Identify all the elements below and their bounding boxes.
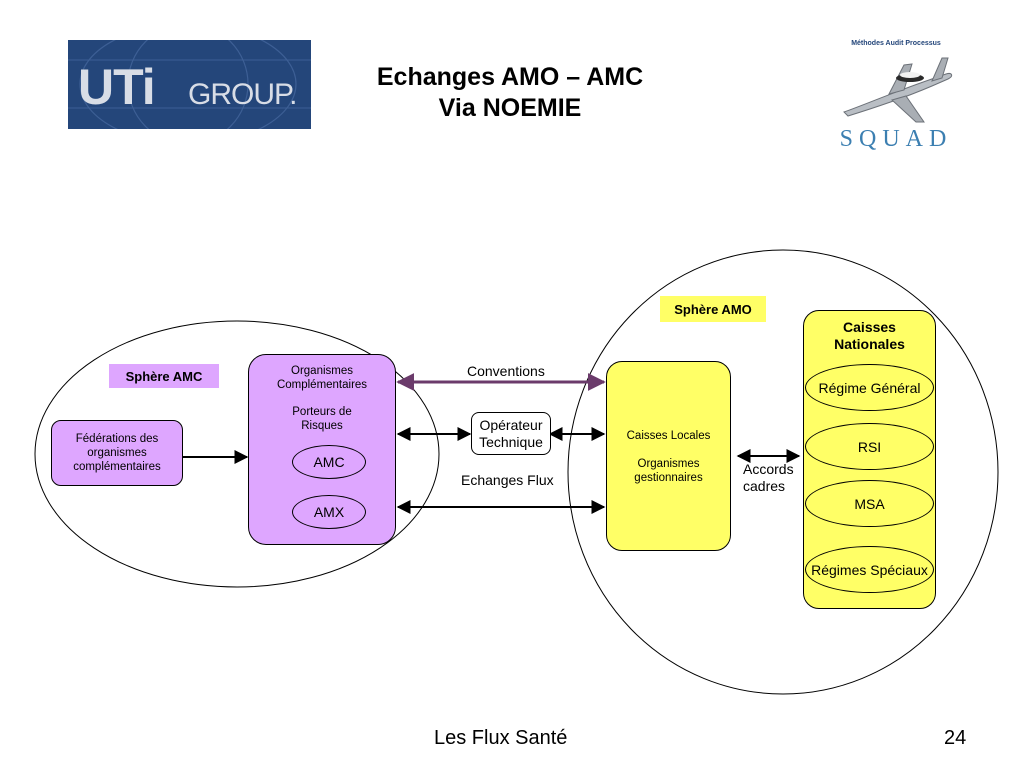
regime-general-oval: Régime Général [805,364,934,411]
squad-wordmark: SQUAD [839,126,953,152]
conventions-label: Conventions [467,363,545,379]
accords-cadres-label: Accords cadres [743,461,794,494]
porteurs-label: Porteurs de Risques [292,406,352,432]
sphere-amc-label: Sphère AMC [109,364,219,388]
organismes-label: Organismes Complémentaires [276,365,368,391]
uti-group-logo: UTi GROUP. [68,40,311,129]
page-number: 24 [944,727,967,749]
group-wordmark: GROUP. [188,78,297,111]
title-line-1: Echanges AMO – AMC [376,63,644,91]
title-line-2: Via NOEMIE [438,94,582,122]
gestionnaires-label: Organismes gestionnaires [634,458,703,484]
amc-sphere-ellipse [34,320,440,588]
squad-logo: Méthodes Audit Processus SQUAD [834,40,958,155]
amx-label: AMX [313,504,345,520]
sphere-amo-label: Sphère AMO [660,296,766,322]
federations-label: Fédérations des organismes complémentair… [73,433,161,473]
operateur-label: Opérateur Technique [479,416,543,450]
regimes-speciaux-oval: Régimes Spéciaux [805,546,934,593]
amc-label: AMC [313,454,345,470]
globe-grid-icon [68,40,311,129]
uti-wordmark: UTi [78,59,156,115]
footer-caption: Les Flux Santé [434,727,568,749]
caisses-nationales-title: Caisses Nationales [834,319,905,352]
rsi-oval: RSI [805,423,934,470]
caisses-locales-label: Caisses Locales [626,430,711,442]
msa-label: MSA [854,495,885,512]
amc-oval: AMC [292,445,366,479]
echanges-flux-label: Echanges Flux [461,472,554,488]
regime-general-label: Régime Général [818,379,921,396]
regimes-speciaux-label: Régimes Spéciaux [811,561,928,578]
operateur-technique-box: Opérateur Technique [471,412,551,455]
page-title: Echanges AMO – AMC Via NOEMIE [330,62,690,124]
amx-oval: AMX [292,495,366,529]
squad-caption: Méthodes Audit Processus [851,40,941,47]
amo-sphere-ellipse [567,249,999,695]
airplane-icon [843,57,953,123]
msa-oval: MSA [805,480,934,527]
federations-box: Fédérations des organismes complémentair… [51,420,183,486]
caisses-locales-box: Caisses Locales Organismes gestionnaires [606,361,731,551]
rsi-label: RSI [857,438,882,455]
